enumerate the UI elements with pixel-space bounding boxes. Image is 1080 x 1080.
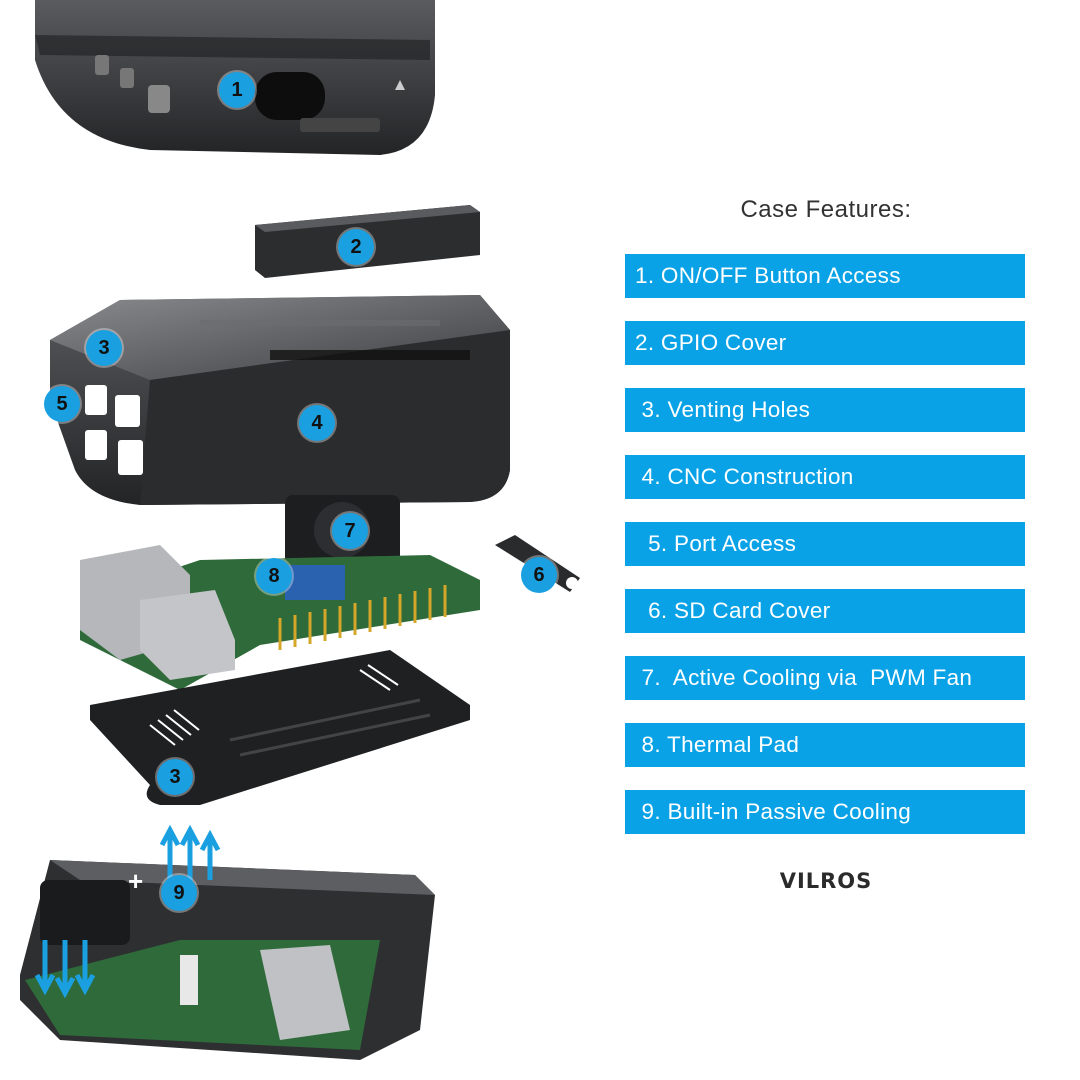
feature-item-1: 1. ON/OFF Button Access bbox=[625, 254, 1025, 298]
feature-item-4: 4. CNC Construction bbox=[625, 455, 1025, 499]
marker-7: 7 bbox=[332, 513, 368, 549]
brand-logo: VILROS bbox=[779, 869, 873, 893]
marker-3: 3 bbox=[86, 330, 122, 366]
pcb-board bbox=[80, 545, 480, 690]
feature-item-9: 9. Built-in Passive Cooling bbox=[625, 790, 1025, 834]
product-illustration bbox=[20, 0, 580, 1060]
marker-2: 2 bbox=[338, 229, 374, 265]
marker-5: 5 bbox=[44, 386, 80, 422]
marker-4: 4 bbox=[299, 405, 335, 441]
feature-item-8: 8. Thermal Pad bbox=[625, 723, 1025, 767]
airflow-arrows bbox=[34, 824, 221, 999]
features-title: Case Features: bbox=[740, 196, 912, 223]
main-case bbox=[50, 295, 510, 505]
marker-1: 1 bbox=[219, 72, 255, 108]
feature-item-2: 2. GPIO Cover bbox=[625, 321, 1025, 365]
feature-item-6: 6. SD Card Cover bbox=[625, 589, 1025, 633]
plus-icon: + bbox=[128, 866, 144, 896]
marker-3-bottom: 3 bbox=[157, 759, 193, 795]
marker-9: 9 bbox=[161, 875, 197, 911]
marker-8: 8 bbox=[256, 558, 292, 594]
feature-item-7: 7. Active Cooling via PWM Fan bbox=[625, 656, 1025, 700]
feature-item-3: 3. Venting Holes bbox=[625, 388, 1025, 432]
feature-item-5: 5. Port Access bbox=[625, 522, 1025, 566]
assembled-case bbox=[20, 860, 435, 1060]
marker-6: 6 bbox=[521, 557, 557, 593]
